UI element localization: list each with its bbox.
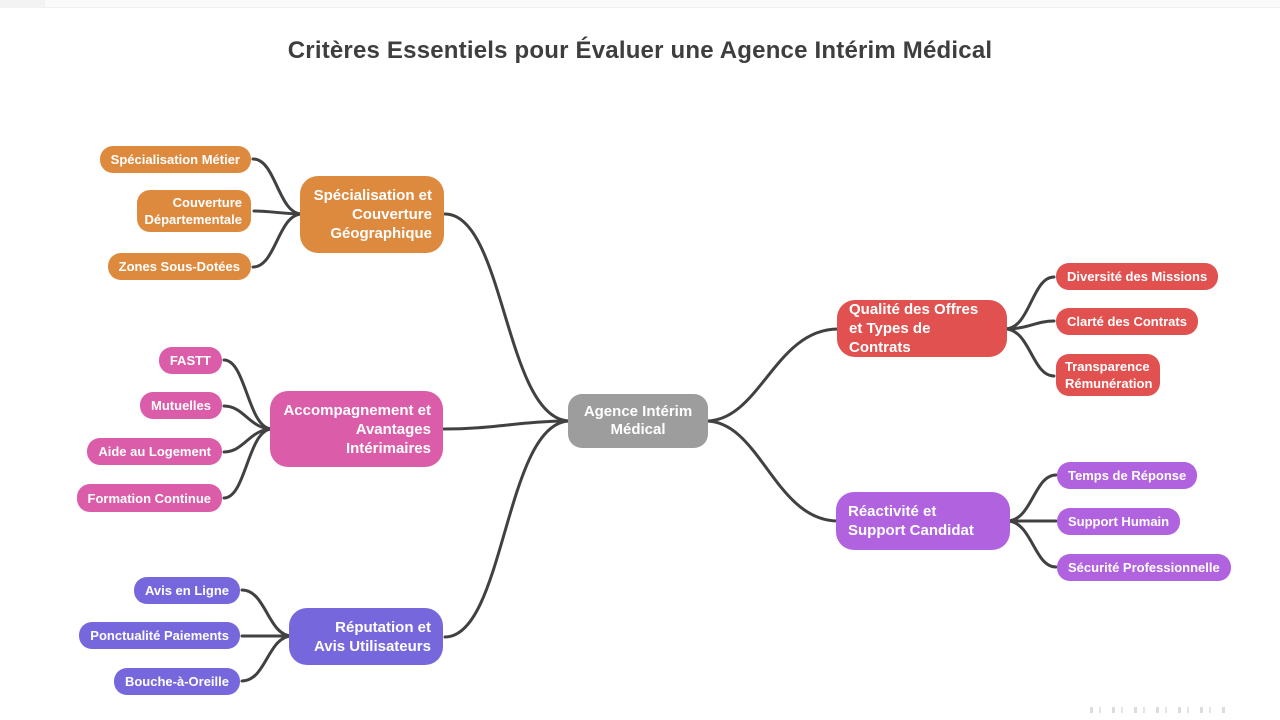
branch-label: Réactivité et Support Candidat	[848, 503, 974, 539]
leaf-node-securite-professionnelle[interactable]: Sécurité Professionnelle	[1057, 554, 1231, 581]
connector-center-reputation	[443, 419, 572, 639]
central-node-label: Agence Intérim Médical	[583, 403, 693, 438]
leaf-label: Formation Continue	[87, 490, 212, 506]
branch-node-reputation[interactable]: Réputation et Avis Utilisateurs	[289, 608, 443, 665]
leaf-node-ponctualite-paiements[interactable]: Ponctualité Paiements	[79, 622, 240, 649]
connector	[240, 634, 294, 683]
branch-label: Accompagnement et Avantages Intérimaires	[283, 401, 431, 457]
connector	[1003, 327, 1056, 378]
leaf-node-diversite-missions[interactable]: Diversité des Missions	[1056, 263, 1219, 290]
branch-label: Spécialisation et Couverture Géographiqu…	[313, 187, 432, 242]
leaf-label: Diversité des Missions	[1067, 269, 1208, 284]
leaf-node-couverture-departementale[interactable]: Couverture Départementale	[137, 190, 251, 232]
leaf-node-zones-sous-dotees[interactable]: Zones Sous-Dotées	[107, 253, 251, 280]
leaf-label: Temps de Réponse	[1068, 468, 1187, 483]
connector	[1005, 473, 1058, 523]
branch-node-accompagnement[interactable]: Accompagnement et Avantages Intérimaires	[270, 391, 443, 467]
branch-node-qualite-offres[interactable]: Qualité des Offres et Types de Contrats	[837, 300, 1007, 357]
leaf-node-bouche-a-oreille[interactable]: Bouche-à-Oreille	[113, 668, 240, 695]
leaf-node-specialisation-metier[interactable]: Spécialisation Métier	[99, 146, 251, 173]
connector-center-reactivite	[704, 419, 840, 523]
connector	[251, 212, 304, 269]
leaf-node-mutuelles[interactable]: Mutuelles	[140, 392, 222, 419]
leaf-label: Bouche-à-Oreille	[124, 674, 229, 689]
branch-label: Qualité des Offres et Types de Contrats	[849, 301, 979, 356]
leaf-label: Aide au Logement	[98, 444, 211, 459]
top-bar-left-segment	[0, 0, 45, 7]
leaf-label: Sécurité Professionnelle	[1068, 560, 1220, 575]
leaf-label: Mutuelles	[151, 398, 211, 413]
branch-node-reactivite[interactable]: Réactivité et Support Candidat	[836, 492, 1010, 550]
connector	[1003, 319, 1056, 331]
leaf-label: Spécialisation Métier	[110, 152, 240, 167]
leaf-node-formation-continue[interactable]: Formation Continue	[76, 484, 222, 512]
top-bar	[0, 0, 1280, 8]
leaf-node-fastt[interactable]: FASTT	[158, 347, 222, 374]
branch-label: Réputation et Avis Utilisateurs	[314, 618, 431, 655]
connector	[240, 588, 294, 638]
leaf-node-temps-de-reponse[interactable]: Temps de Réponse	[1057, 462, 1198, 489]
leaf-node-aide-au-logement[interactable]: Aide au Logement	[87, 438, 222, 465]
leaf-label: Zones Sous-Dotées	[118, 259, 240, 274]
leaf-label: Clarté des Contrats	[1067, 314, 1187, 329]
leaf-node-support-humain[interactable]: Support Humain	[1057, 508, 1181, 535]
connector	[251, 157, 304, 216]
leaf-label: Ponctualité Paiements	[90, 628, 229, 643]
leaf-node-clarte-contrats[interactable]: Clarté des Contrats	[1056, 308, 1198, 335]
leaf-label: Support Humain	[1068, 514, 1170, 529]
connector-center-accompagnement	[442, 419, 572, 431]
watermark-remnant	[1090, 707, 1230, 713]
leaf-node-transparence-remuneration[interactable]: Transparence Rémunération	[1056, 354, 1160, 396]
leaf-label: Couverture Départementale	[144, 195, 243, 227]
branch-node-specialisation[interactable]: Spécialisation et Couverture Géographiqu…	[300, 176, 444, 253]
diagram-title: Critères Essentiels pour Évaluer une Age…	[287, 37, 993, 64]
connector	[222, 427, 274, 500]
connector-center-qualite	[704, 327, 840, 423]
central-node[interactable]: Agence Intérim Médical	[568, 394, 708, 448]
connector	[1005, 519, 1058, 569]
leaf-node-avis-en-ligne[interactable]: Avis en Ligne	[133, 577, 240, 604]
leaf-label: Transparence Rémunération	[1065, 359, 1153, 391]
leaf-label: Avis en Ligne	[144, 583, 229, 598]
leaf-label: FASTT	[169, 353, 211, 368]
connector-center-specialisation	[443, 212, 572, 423]
